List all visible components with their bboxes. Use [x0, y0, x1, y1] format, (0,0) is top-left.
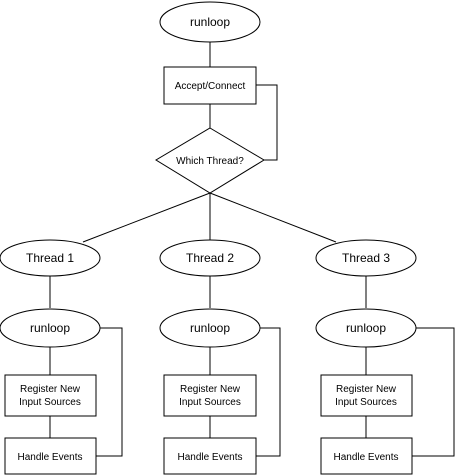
thread1-node [0, 239, 101, 277]
thread3-node [315, 239, 417, 277]
which-thread-decision-node [155, 127, 265, 194]
thread3-handle-events-node [320, 437, 413, 475]
edges [49, 42, 455, 457]
thread2-label: Thread 2 [186, 251, 234, 265]
thread2-runloop-node [159, 308, 261, 348]
edge-decision-loop [256, 84, 278, 161]
thread2-register-line2: Input Sources [179, 397, 241, 408]
edge-decision-thread1 [82, 192, 211, 243]
runloop-root-node [159, 1, 261, 43]
thread2-register-node [163, 374, 257, 417]
thread1-runloop-label: runloop [30, 321, 70, 335]
thread1-handle-events-label: Handle Events [17, 452, 82, 463]
accept-connect-node [163, 66, 257, 105]
thread1-register-node [4, 374, 97, 417]
edge-handle1-loop [96, 327, 123, 457]
thread2-register-line1: Register New [180, 384, 241, 395]
runloop-root-label: runloop [190, 15, 230, 29]
thread1-register-line2: Input Sources [19, 397, 81, 408]
which-thread-label: Which Thread? [176, 156, 244, 167]
edge-handle3-loop [412, 327, 455, 457]
thread1-register-line1: Register New [20, 384, 81, 395]
edge-handle2-loop [256, 327, 281, 457]
thread3-handle-events-label: Handle Events [333, 452, 398, 463]
thread2-handle-events-node [163, 437, 257, 475]
thread2-runloop-label: runloop [190, 321, 230, 335]
thread3-runloop-node [315, 308, 417, 348]
thread1-runloop-node [0, 308, 101, 348]
thread2-handle-events-label: Handle Events [177, 452, 242, 463]
thread1-handle-events-node [4, 437, 97, 475]
thread1-label: Thread 1 [26, 251, 74, 265]
thread2-node [159, 239, 261, 277]
edge-decision-thread3 [209, 192, 337, 243]
thread3-register-line2: Input Sources [335, 397, 397, 408]
thread3-label: Thread 3 [342, 251, 390, 265]
thread3-runloop-label: runloop [346, 321, 386, 335]
thread3-register-node [320, 374, 413, 417]
thread3-register-line1: Register New [336, 384, 397, 395]
accept-connect-label: Accept/Connect [175, 81, 246, 92]
